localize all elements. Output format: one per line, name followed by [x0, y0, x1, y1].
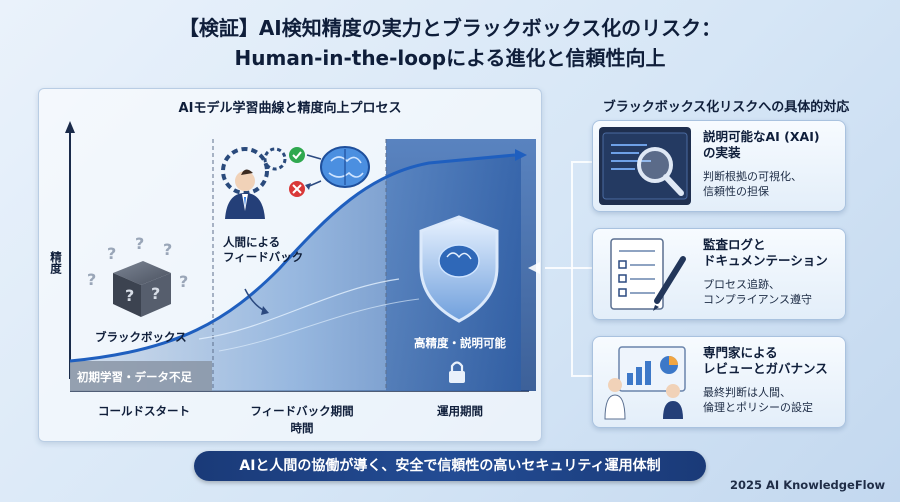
human-feedback-icon	[221, 147, 287, 219]
check-icon	[289, 147, 305, 163]
svg-text:?: ?	[151, 284, 160, 303]
phase-cold-start: コールドスタート	[98, 404, 190, 418]
learning-curve-diagram: ? ? ? ? ? ? ?	[65, 121, 536, 392]
cross-icon	[289, 181, 305, 197]
audit-heading: 監査ログと ドキュメンテーション	[703, 237, 828, 268]
initial-phase-label: 初期学習・データ不足	[77, 370, 192, 384]
expert-heading: 専門家による レビューとガバナンス	[703, 345, 828, 376]
lock-icon	[449, 361, 465, 383]
main-title-line2: Human-in-the-loopによる進化と信頼性向上	[234, 46, 666, 70]
credit-text: 2025 AI KnowledgeFlow	[730, 478, 886, 492]
xai-card: 説明可能なAI (XAI) の実装 判断根拠の可視化、 信頼性の担保	[592, 120, 846, 212]
audit-log-card: 監査ログと ドキュメンテーション プロセス追跡、 コンプライアンス遵守	[592, 228, 846, 320]
learning-curve-title: AIモデル学習曲線と精度向上プロセス	[178, 101, 402, 116]
black-box-cube-icon: ? ? ? ? ? ? ?	[87, 234, 188, 317]
xai-heading: 説明可能なAI (XAI) の実装	[703, 129, 820, 160]
shield-label: 高精度・説明可能	[414, 336, 506, 350]
svg-text:?: ?	[107, 244, 116, 263]
svg-text:?: ?	[87, 270, 96, 289]
main-title-line1: 【検証】AI検知精度の実力とブラックボックス化のリスク：	[178, 16, 722, 40]
phase-feedback: フィードバック期間	[250, 404, 354, 418]
brain-icon	[320, 146, 370, 188]
x-axis-label: 時間	[290, 421, 314, 435]
black-box-label: ブラックボックス	[95, 330, 187, 344]
shield-brain-icon	[419, 215, 499, 323]
feedback-label: 人間による フィードバック	[223, 235, 304, 264]
svg-text:?: ?	[163, 240, 172, 259]
experts-review-icon	[599, 343, 691, 421]
svg-text:?: ?	[125, 286, 134, 305]
expert-review-card: 専門家による レビューとガバナンス 最終判断は人間、 倫理とポリシーの設定	[592, 336, 846, 428]
expert-desc: 最終判断は人間、 倫理とポリシーの設定	[703, 386, 813, 414]
countermeasures-title: ブラックボックス化リスクへの具体的対応	[602, 100, 850, 115]
learning-curve-panel: AIモデル学習曲線と精度向上プロセス	[38, 88, 542, 442]
xai-desc: 判断根拠の可視化、 信頼性の担保	[703, 170, 802, 198]
conclusion-banner: AIと人間の協働が導く、安全で信頼性の高いセキュリティ運用体制	[194, 451, 706, 481]
svg-text:?: ?	[135, 234, 144, 253]
phase-operation: 運用期間	[437, 404, 483, 418]
svg-text:?: ?	[179, 272, 188, 291]
document-pen-icon	[599, 235, 691, 313]
audit-desc: プロセス追跡、 コンプライアンス遵守	[703, 278, 813, 306]
y-axis-label: 精度	[49, 251, 63, 274]
magnifier-code-icon	[599, 127, 691, 205]
